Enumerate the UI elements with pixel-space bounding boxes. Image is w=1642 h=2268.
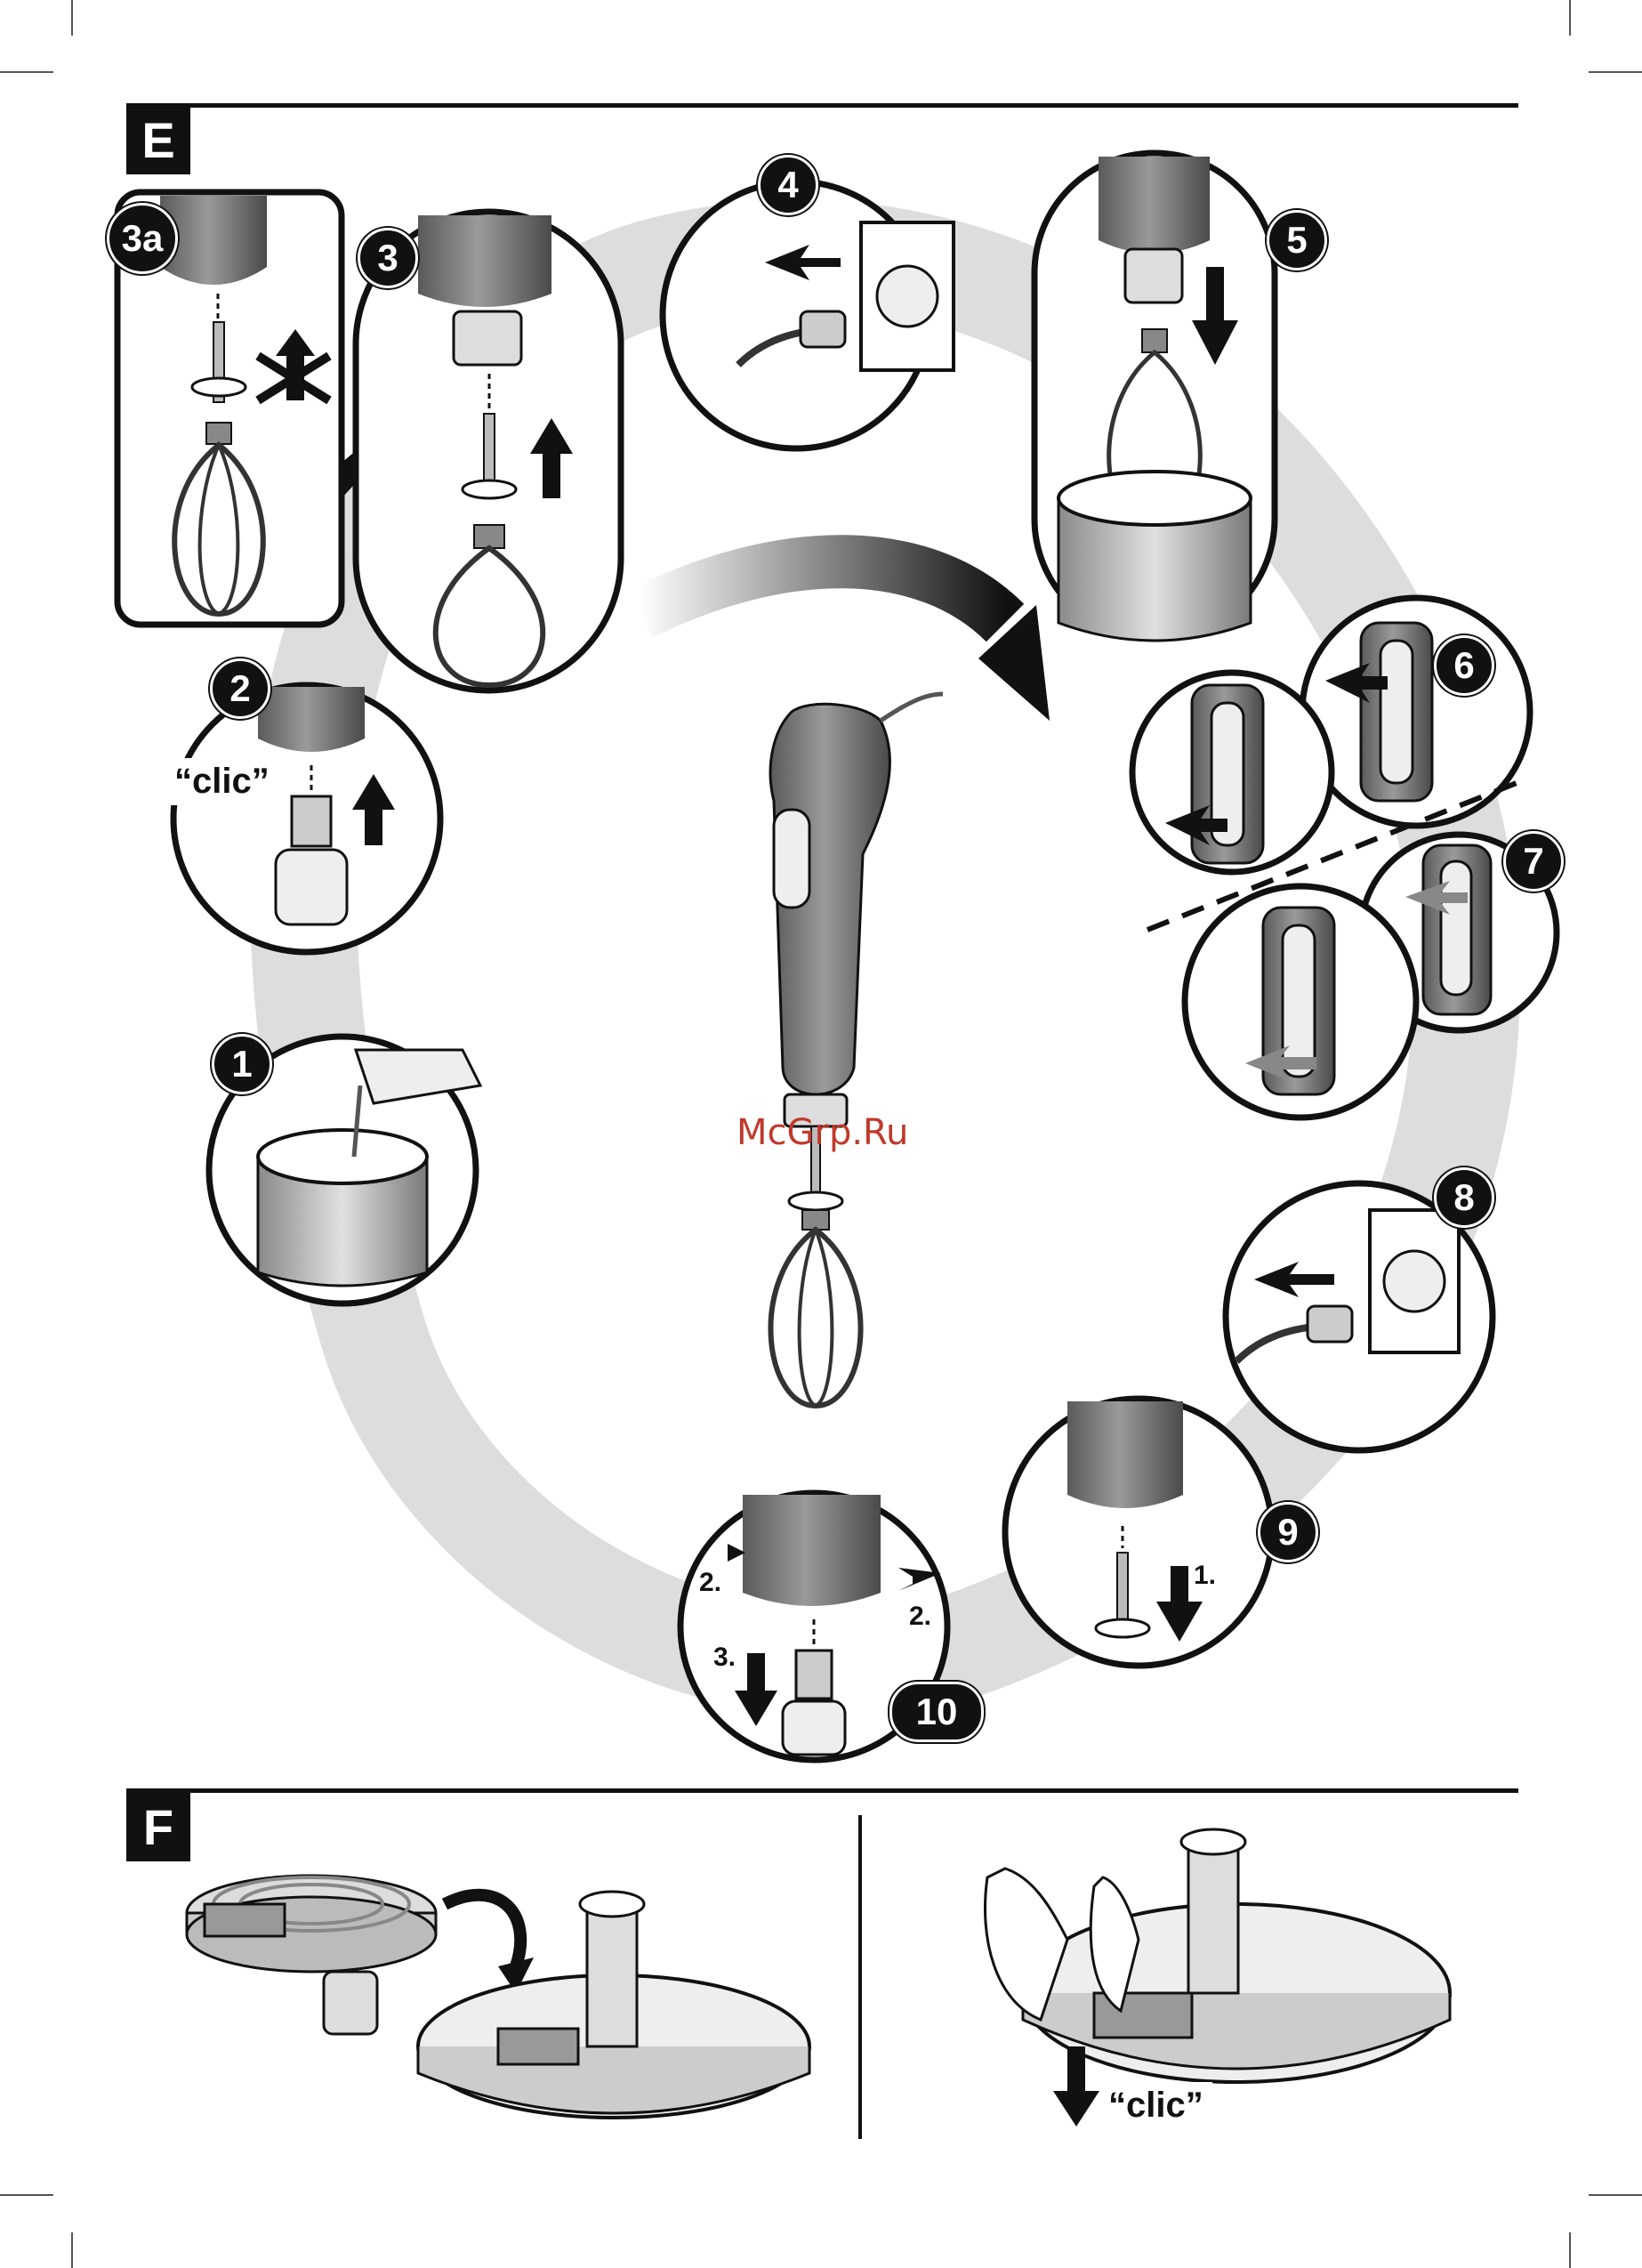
disc-insert-left xyxy=(187,1876,809,2118)
clic-label-f: “clic” xyxy=(1099,2082,1212,2129)
disc-insert-right xyxy=(986,1829,1451,2127)
